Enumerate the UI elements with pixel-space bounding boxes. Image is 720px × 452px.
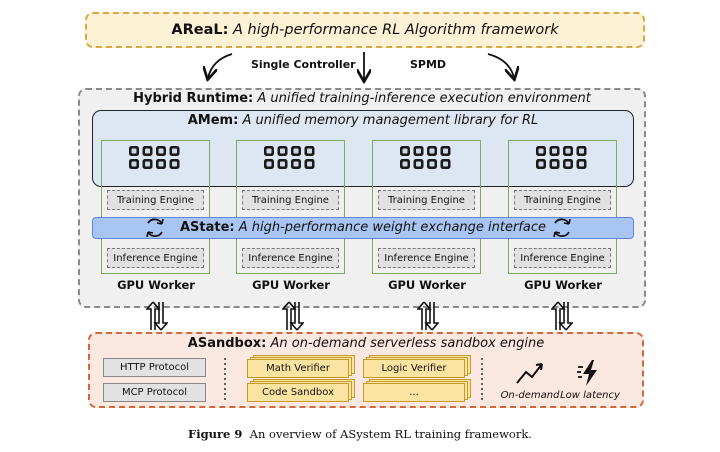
bidirectional-arrow-icon: [416, 300, 440, 336]
areal-box: AReaL: A high-performance RL Algorithm f…: [85, 12, 645, 48]
more-verifiers-box: ...: [363, 383, 465, 402]
inference-engine-box: Inference Engine: [242, 248, 339, 268]
gpu-worker-label: GPU Worker: [524, 278, 602, 292]
logic-verifier-box: Logic Verifier: [363, 359, 465, 378]
gpu-worker-box: [372, 140, 481, 274]
hybrid-runtime-title: Hybrid Runtime: A unified training-infer…: [78, 91, 646, 106]
caption-text: An overview of ASystem RL training frame…: [249, 427, 532, 441]
dotted-divider: [224, 358, 226, 402]
inference-engine-box: Inference Engine: [378, 248, 475, 268]
bidirectional-arrow-icon: [550, 300, 574, 336]
trend-up-icon: [516, 363, 543, 384]
gpu-worker-label: GPU Worker: [388, 278, 466, 292]
caption-label: Figure 9: [188, 427, 243, 441]
low-latency-label: Low latency: [560, 390, 620, 401]
asandbox-desc: An on-demand serverless sandbox engine: [270, 336, 545, 351]
gpu-worker-label: GPU Worker: [117, 278, 195, 292]
training-engine-box: Training Engine: [378, 190, 475, 210]
gpu-chip-icon: [534, 144, 590, 176]
gpu-chip-icon: [398, 144, 454, 176]
lightning-icon: [577, 360, 597, 386]
asandbox-name: ASandbox:: [187, 336, 267, 351]
astate-title: AState: A high-performance weight exchan…: [92, 220, 634, 235]
sync-arrows-icon: [553, 218, 571, 238]
gpu-worker-label: GPU Worker: [252, 278, 330, 292]
spmd-label: SPMD: [410, 58, 447, 71]
http-protocol-box: HTTP Protocol: [103, 358, 206, 377]
bidirectional-arrow-icon: [281, 300, 305, 336]
on-demand-label: On-demand: [500, 390, 560, 401]
single-controller-label: Single Controller: [251, 58, 356, 71]
gpu-worker-box: [101, 140, 210, 274]
curved-arrow-right-icon: [487, 53, 514, 78]
hybrid-desc: A unified training-inference execution e…: [257, 91, 591, 106]
inference-engine-box: Inference Engine: [107, 248, 204, 268]
bidirectional-arrow-icon: [145, 300, 169, 336]
gpu-worker-box: [508, 140, 617, 274]
gpu-worker-box: [236, 140, 345, 274]
gpu-chip-icon: [127, 144, 183, 176]
training-engine-box: Training Engine: [514, 190, 611, 210]
training-engine-box: Training Engine: [107, 190, 204, 210]
amem-title: AMem: A unified memory management librar…: [92, 113, 634, 128]
math-verifier-box: Math Verifier: [247, 359, 349, 378]
training-engine-box: Training Engine: [242, 190, 339, 210]
dotted-divider: [481, 358, 483, 402]
amem-name: AMem:: [187, 113, 239, 128]
gpu-chip-icon: [262, 144, 318, 176]
curved-arrow-left-icon: [208, 53, 233, 78]
code-sandbox-box: Code Sandbox: [247, 383, 349, 402]
asandbox-title: ASandbox: An on-demand serverless sandbo…: [88, 336, 644, 351]
astate-bar: [92, 217, 634, 239]
figure-caption: Figure 9 An overview of ASystem RL train…: [0, 427, 720, 441]
sync-arrows-icon: [146, 218, 164, 238]
areal-name: AReaL:: [171, 22, 229, 38]
astate-desc: A high-performance weight exchange inter…: [238, 220, 547, 235]
inference-engine-box: Inference Engine: [514, 248, 611, 268]
amem-desc: A unified memory management library for …: [242, 113, 539, 128]
mcp-protocol-box: MCP Protocol: [103, 383, 206, 402]
hybrid-name: Hybrid Runtime:: [133, 91, 254, 106]
areal-desc: A high-performance RL Algorithm framewor…: [233, 22, 559, 38]
astate-name: AState:: [179, 220, 235, 235]
